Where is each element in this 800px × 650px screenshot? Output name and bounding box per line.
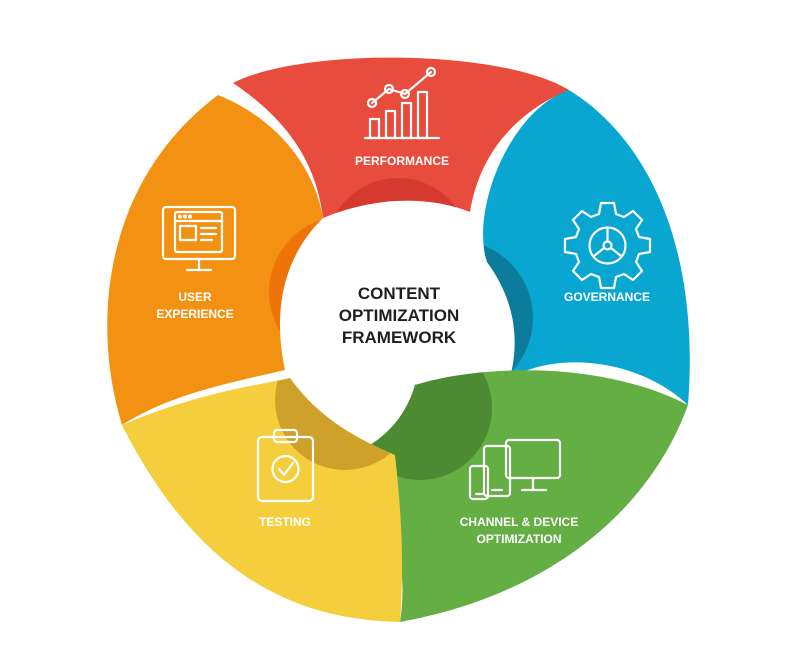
segment-user-experience-label-line1: USER [178, 290, 212, 304]
segment-testing-label: TESTING [259, 515, 311, 529]
segment-performance-label: PERFORMANCE [355, 154, 449, 168]
segment-governance-label: GOVERNANCE [564, 290, 650, 304]
center-title-line2: OPTIMIZATION [339, 306, 460, 325]
center-title: CONTENT OPTIMIZATION FRAMEWORK [339, 284, 460, 347]
devices-icon [468, 438, 562, 501]
segment-channel-device-label-line1: CHANNEL & DEVICE [460, 515, 578, 529]
segment-channel-device-label-line2: OPTIMIZATION [476, 532, 561, 546]
segment-governance-shape [483, 90, 690, 405]
bar-chart-trend-icon [363, 66, 441, 140]
clipboard-check-icon [256, 428, 315, 503]
monitor-layout-icon [161, 205, 237, 272]
segment-user-experience-label-line2: EXPERIENCE [156, 307, 233, 321]
center-title-line1: CONTENT [358, 284, 441, 303]
center-title-line3: FRAMEWORK [342, 328, 457, 347]
gear-icon [563, 201, 652, 290]
